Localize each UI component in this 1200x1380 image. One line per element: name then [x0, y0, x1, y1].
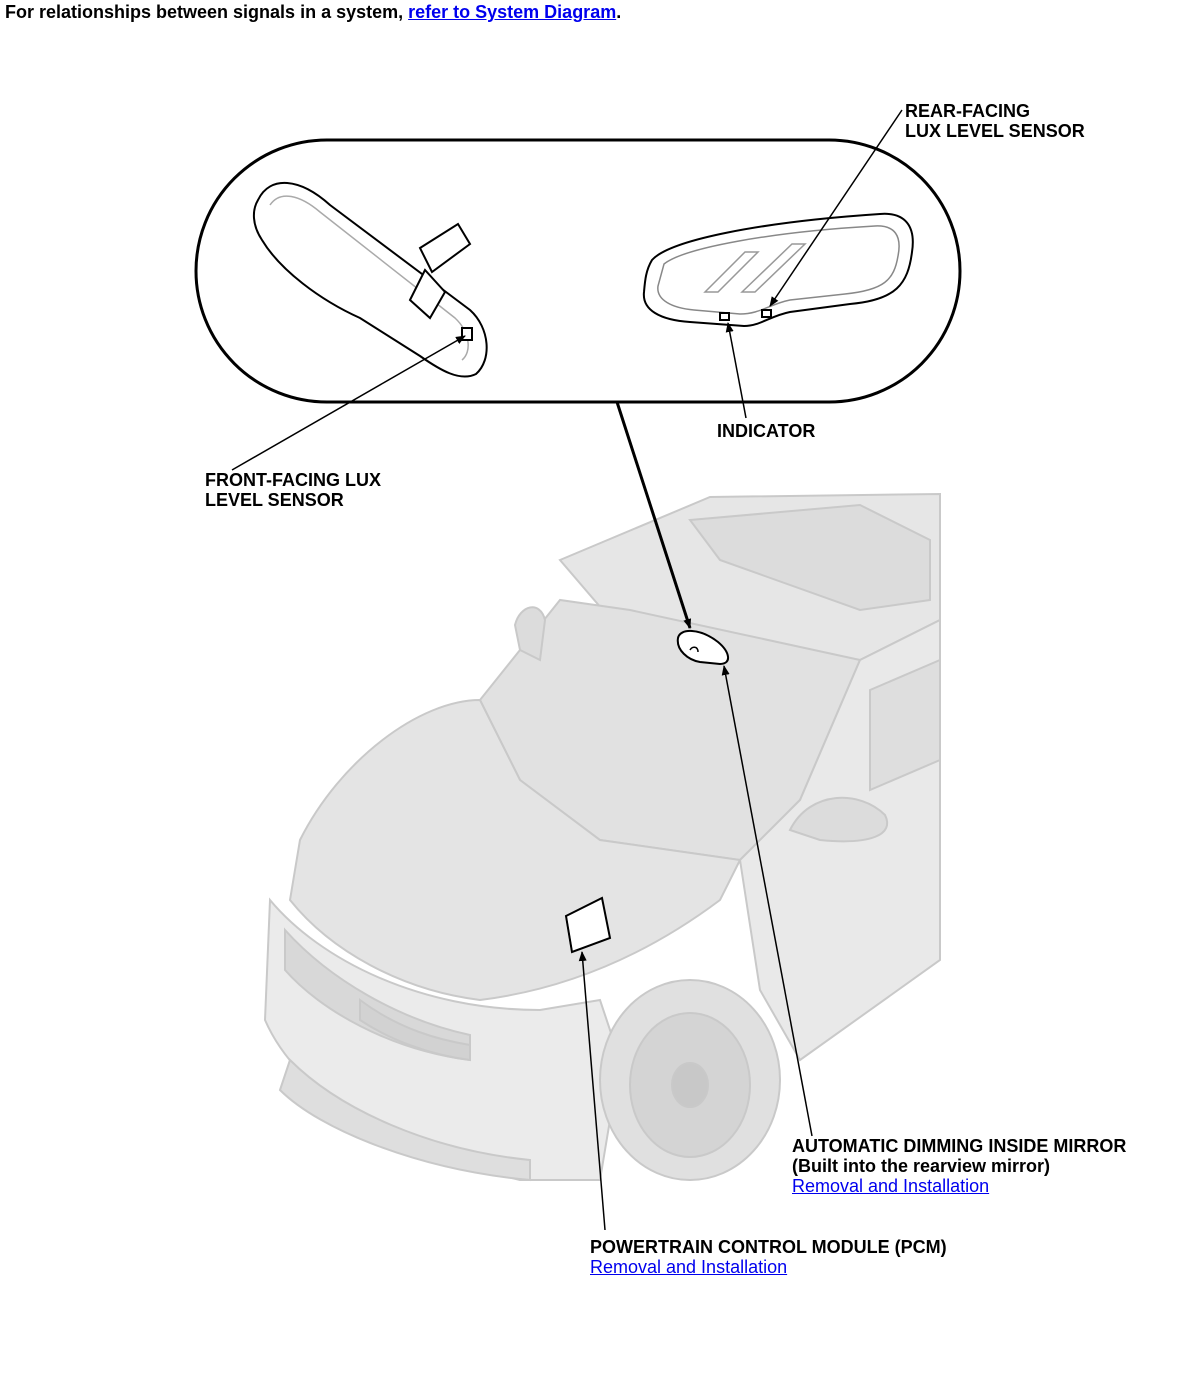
rear-sensor-line2: LUX LEVEL SENSOR [905, 121, 1085, 141]
mirror-line1: AUTOMATIC DIMMING INSIDE MIRROR [792, 1136, 1127, 1156]
front-sensor-leader [231, 335, 466, 471]
front-sensor-line1: FRONT-FACING LUX [205, 470, 381, 490]
front-sensor-line2: LEVEL SENSOR [205, 490, 344, 510]
mirror-removal-link[interactable]: Removal and Installation [792, 1176, 990, 1196]
pcm-leader [578, 951, 606, 1231]
system-diagram-link[interactable]: refer to System Diagram [408, 2, 617, 22]
label-front-facing-sensor: FRONT-FACING LUX LEVEL SENSOR [205, 470, 381, 510]
intro-text: For relationships between signals in a s… [5, 2, 409, 22]
label-indicator: INDICATOR [717, 421, 816, 441]
pcm-module [564, 896, 612, 954]
mirror-on-vehicle [676, 630, 729, 666]
intro-suffix: . [616, 2, 622, 22]
detail-callout-capsule [194, 138, 962, 404]
rear-sensor-line1: REAR-FACING [905, 101, 1030, 121]
intro-line: For relationships between signals in a s… [5, 2, 621, 23]
pcm-removal-link[interactable]: Removal and Installation [590, 1257, 788, 1277]
rear-sensor-leader [769, 109, 903, 307]
mirror-leader [721, 665, 813, 1137]
label-auto-dimming-mirror: AUTOMATIC DIMMING INSIDE MIRROR (Built i… [792, 1136, 1126, 1196]
callout-pointer [615, 401, 692, 629]
vehicle-illustration [263, 492, 941, 1182]
label-pcm: POWERTRAIN CONTROL MODULE (PCM) Removal … [590, 1237, 947, 1277]
indicator-leader [725, 322, 747, 419]
pcm-line1: POWERTRAIN CONTROL MODULE (PCM) [590, 1237, 947, 1257]
mirror-front-view [252, 182, 488, 378]
mirror-rear-view [642, 212, 914, 328]
mirror-line2: (Built into the rearview mirror) [792, 1156, 1051, 1176]
label-rear-facing-sensor: REAR-FACING LUX LEVEL SENSOR [905, 101, 1085, 141]
